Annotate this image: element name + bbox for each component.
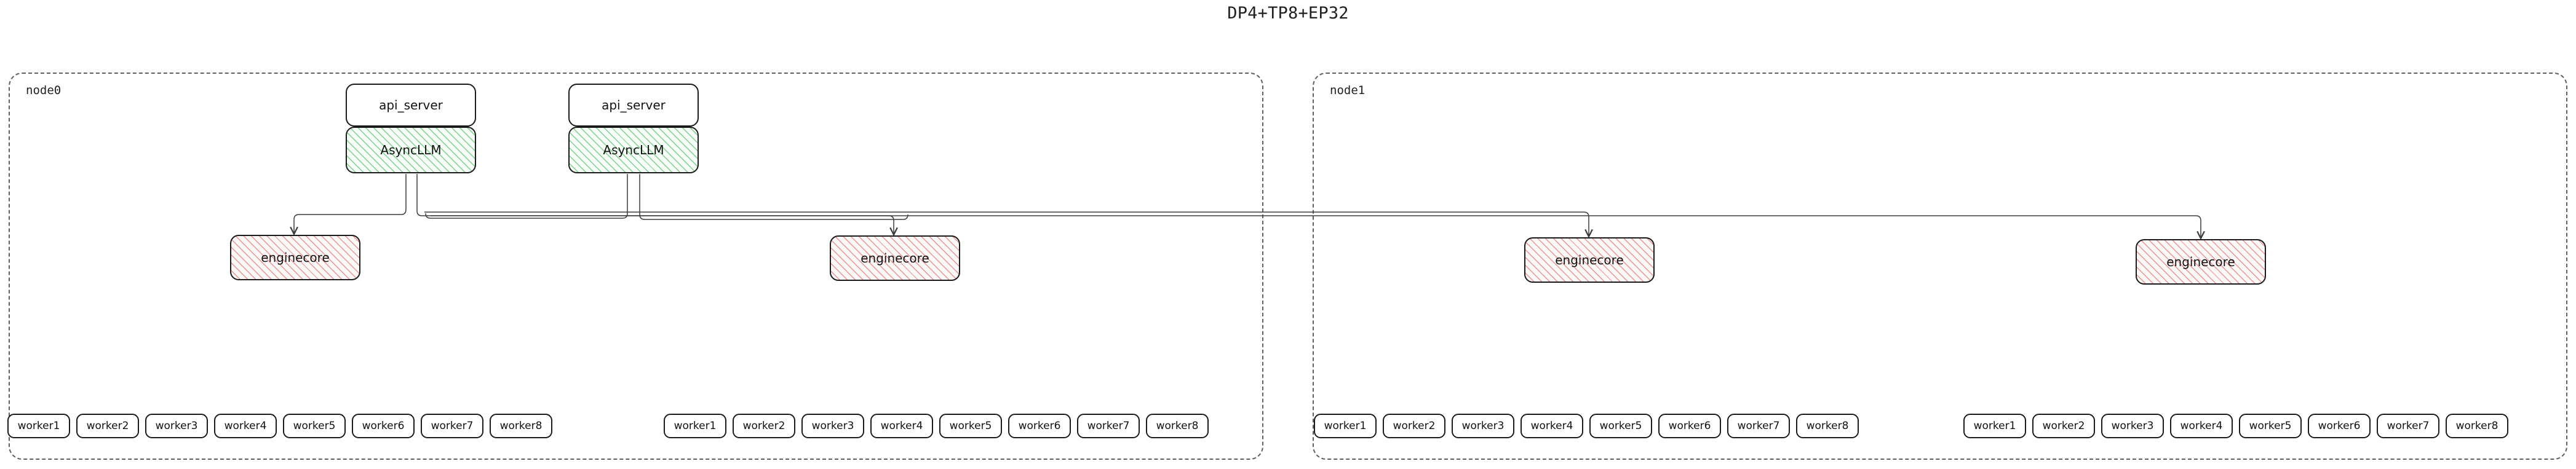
worker-label: worker4 xyxy=(2180,420,2223,432)
worker-label: worker8 xyxy=(1156,420,1199,432)
worker-label: worker1 xyxy=(1324,420,1367,432)
enginecore-label: enginecore xyxy=(861,251,929,266)
worker-label: worker2 xyxy=(86,420,129,432)
api-server-box[interactable]: api_server xyxy=(568,84,699,127)
worker-box[interactable]: worker4 xyxy=(1521,414,1583,438)
worker-box[interactable]: worker4 xyxy=(214,414,277,438)
enginecore-label: enginecore xyxy=(2166,254,2235,269)
worker-box[interactable]: worker6 xyxy=(1008,414,1071,438)
worker-label: worker1 xyxy=(17,420,60,432)
worker-label: worker8 xyxy=(2455,420,2498,432)
worker-box[interactable]: worker2 xyxy=(76,414,139,438)
worker-box[interactable]: worker4 xyxy=(2170,414,2233,438)
worker-box[interactable]: worker2 xyxy=(733,414,795,438)
enginecore-box[interactable]: enginecore xyxy=(1524,237,1655,283)
worker-box[interactable]: worker3 xyxy=(145,414,208,438)
worker-label: worker8 xyxy=(499,420,543,432)
enginecore-box[interactable]: enginecore xyxy=(2136,239,2266,285)
api-server-box[interactable]: api_server xyxy=(346,84,476,127)
worker-box[interactable]: worker5 xyxy=(2239,414,2302,438)
node-container-node1: node1 xyxy=(1313,73,2567,460)
worker-box[interactable]: worker5 xyxy=(283,414,346,438)
asyncllm-label: AsyncLLM xyxy=(380,143,442,157)
worker-label: worker2 xyxy=(2042,420,2085,432)
worker-label: worker6 xyxy=(2318,420,2361,432)
worker-label: worker4 xyxy=(1530,420,1573,432)
worker-box[interactable]: worker6 xyxy=(2308,414,2371,438)
api-server-label: api_server xyxy=(379,98,443,112)
worker-box[interactable]: worker6 xyxy=(352,414,415,438)
enginecore-box[interactable]: enginecore xyxy=(830,235,960,281)
worker-label: worker6 xyxy=(1668,420,1711,432)
enginecore-label: enginecore xyxy=(1555,253,1624,267)
worker-label: worker3 xyxy=(155,420,198,432)
worker-box[interactable]: worker7 xyxy=(421,414,483,438)
worker-label: worker1 xyxy=(674,420,717,432)
worker-box[interactable]: worker4 xyxy=(870,414,933,438)
worker-box[interactable]: worker3 xyxy=(2101,414,2164,438)
worker-box[interactable]: worker2 xyxy=(2032,414,2095,438)
worker-label: worker3 xyxy=(811,420,854,432)
worker-box[interactable]: worker8 xyxy=(490,414,552,438)
node-container-node0: node0 xyxy=(9,73,1263,460)
worker-label: worker4 xyxy=(880,420,923,432)
worker-label: worker7 xyxy=(2387,420,2430,432)
worker-label: worker6 xyxy=(1018,420,1061,432)
worker-label: worker7 xyxy=(431,420,474,432)
asyncllm-label: AsyncLLM xyxy=(603,143,664,157)
worker-box[interactable]: worker1 xyxy=(7,414,70,438)
worker-label: worker2 xyxy=(742,420,785,432)
node-label-node1: node1 xyxy=(1330,84,1366,97)
worker-label: worker5 xyxy=(2249,420,2292,432)
worker-label: worker5 xyxy=(949,420,992,432)
api-server-label: api_server xyxy=(602,98,666,112)
worker-box[interactable]: worker7 xyxy=(1077,414,1140,438)
asyncllm-box[interactable]: AsyncLLM xyxy=(568,127,699,173)
worker-box[interactable]: worker3 xyxy=(1452,414,1514,438)
worker-label: worker2 xyxy=(1393,420,1436,432)
worker-label: worker5 xyxy=(1599,420,1642,432)
worker-label: worker7 xyxy=(1087,420,1130,432)
enginecore-label: enginecore xyxy=(261,250,330,265)
worker-box[interactable]: worker5 xyxy=(939,414,1002,438)
worker-box[interactable]: worker1 xyxy=(1314,414,1377,438)
worker-label: worker3 xyxy=(1461,420,1505,432)
node-label-node0: node0 xyxy=(26,84,62,97)
worker-box[interactable]: worker8 xyxy=(1146,414,1209,438)
worker-label: worker3 xyxy=(2111,420,2154,432)
worker-box[interactable]: worker7 xyxy=(2377,414,2439,438)
worker-label: worker6 xyxy=(362,420,405,432)
enginecore-box[interactable]: enginecore xyxy=(230,235,360,280)
worker-box[interactable]: worker8 xyxy=(2446,414,2508,438)
worker-box[interactable]: worker1 xyxy=(1963,414,2026,438)
worker-box[interactable]: worker1 xyxy=(664,414,726,438)
worker-label: worker7 xyxy=(1737,420,1780,432)
asyncllm-box[interactable]: AsyncLLM xyxy=(346,127,476,173)
worker-box[interactable]: worker3 xyxy=(801,414,864,438)
worker-box[interactable]: worker2 xyxy=(1383,414,1445,438)
worker-box[interactable]: worker6 xyxy=(1658,414,1721,438)
worker-box[interactable]: worker7 xyxy=(1727,414,1790,438)
worker-label: worker5 xyxy=(293,420,336,432)
worker-label: worker8 xyxy=(1806,420,1849,432)
worker-label: worker1 xyxy=(1973,420,2016,432)
worker-box[interactable]: worker8 xyxy=(1796,414,1859,438)
page-title: DP4+TP8+EP32 xyxy=(1227,4,1349,23)
worker-box[interactable]: worker5 xyxy=(1589,414,1652,438)
worker-label: worker4 xyxy=(224,420,267,432)
